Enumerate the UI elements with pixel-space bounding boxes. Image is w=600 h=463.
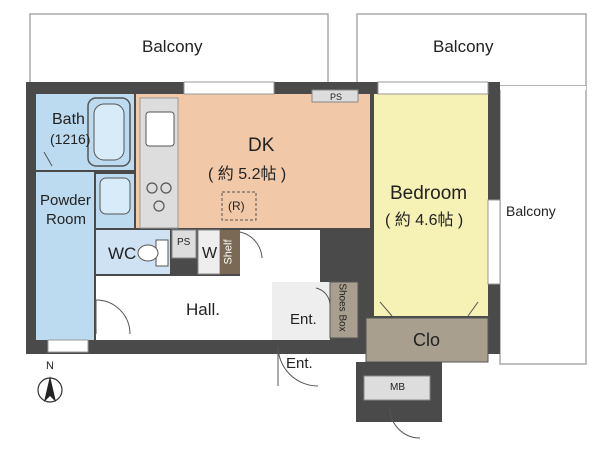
entrance-floor — [272, 282, 330, 340]
wash-basin — [99, 177, 131, 215]
dk-label: DK — [248, 135, 275, 156]
ps-top-box — [311, 89, 359, 103]
dk-size-label: ( 約 5.2帖 ) — [208, 166, 287, 183]
balcony-left-area — [29, 13, 329, 87]
dk-window — [183, 81, 275, 95]
balcony-right-label: Balcony — [433, 37, 494, 56]
bathtub-inner — [93, 103, 125, 161]
compass-north-label: N — [46, 360, 54, 372]
bedroom-window-top — [377, 81, 489, 95]
toilet-icon — [137, 239, 169, 267]
range-label: (R) — [228, 199, 245, 213]
kitchen-sink — [145, 111, 175, 147]
powder-room-label-1: Powder — [40, 192, 91, 209]
closet-label: Clo — [413, 330, 441, 350]
entrance-outer-wall — [276, 340, 356, 346]
bedroom-floor — [372, 94, 488, 316]
powder-room-label-2: Room — [46, 211, 87, 228]
balcony-left-label: Balcony — [142, 37, 203, 56]
bath-size-label: (1216) — [50, 131, 91, 147]
balcony-right-inner — [500, 86, 586, 90]
balcony-side-area — [499, 85, 587, 365]
ps-small-box — [171, 229, 197, 259]
shoes-box — [329, 281, 359, 339]
range-box — [221, 191, 257, 221]
hall-upper — [240, 230, 320, 278]
compass-icon — [37, 376, 63, 403]
ps-small-label: PS — [177, 237, 191, 248]
closet — [365, 317, 489, 363]
ps-top-label: PS — [330, 92, 343, 102]
door-swings — [43, 151, 479, 439]
bedroom-size-label: ( 約 4.6帖 ) — [385, 212, 464, 229]
shelf — [220, 230, 240, 274]
shoes-box-label: Shoes Box — [336, 283, 348, 332]
powder-room-floor — [36, 172, 94, 340]
bath-label: Bath — [52, 111, 85, 128]
bedroom-label: Bedroom — [390, 183, 468, 204]
stove-icon — [146, 182, 172, 212]
entrance-inner-label: Ent. — [290, 311, 317, 328]
mb-label: MB — [390, 382, 405, 393]
balcony-right-area — [356, 13, 587, 87]
balcony-side-label: Balcony — [506, 203, 556, 219]
mb-box — [363, 375, 431, 401]
wc-label: WC — [108, 244, 137, 263]
bedroom-window-side — [487, 199, 501, 285]
powder-window — [47, 339, 89, 353]
shelf-label: Shelf — [222, 239, 235, 265]
hall-label: Hall. — [186, 300, 221, 319]
washer-label: W — [202, 245, 218, 262]
entrance-outer-label: Ent. — [286, 355, 313, 372]
